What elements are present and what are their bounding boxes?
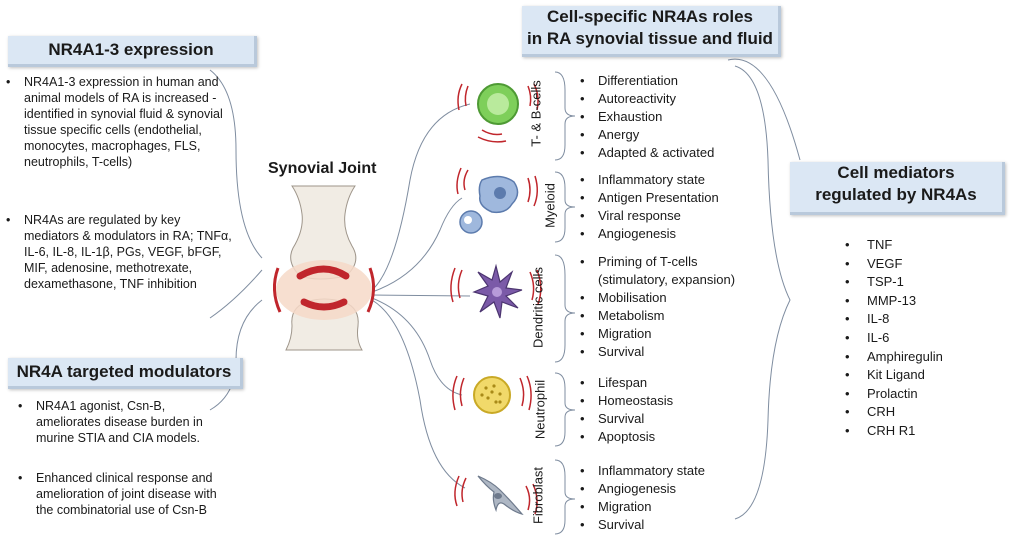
- list-item: Survival: [576, 343, 735, 361]
- list-item: IL-6: [845, 329, 943, 348]
- myeloid-brace: [554, 171, 576, 243]
- cell-label-myeloid: Myeloid: [542, 183, 558, 228]
- list-item: Priming of T-cells: [576, 253, 735, 271]
- dendritic-brace: [554, 254, 576, 363]
- joint-to-dendritic: [371, 294, 471, 297]
- list-item: Anergy: [576, 126, 714, 144]
- list-item: Metabolism: [576, 307, 735, 325]
- modulators-title: NR4A targeted modulators: [16, 362, 232, 381]
- expression-bullet-1: •NR4A1-3 expression in human and animal …: [6, 74, 236, 170]
- list-item: Amphiregulin: [845, 348, 943, 367]
- list-item: Homeostasis: [576, 392, 673, 410]
- list-item: CRH R1: [845, 422, 943, 441]
- myeloid-cell-icon: [456, 167, 538, 234]
- dendritic-cell-icon: [450, 263, 542, 319]
- list-item: Migration: [576, 325, 735, 343]
- fibroblast-list: Inflammatory state Angiogenesis Migratio…: [576, 462, 705, 534]
- list-item: Exhaustion: [576, 108, 714, 126]
- roles-title-line1: Cell-specific NR4As roles: [547, 7, 753, 26]
- list-item: Angiogenesis: [576, 225, 719, 243]
- expression-bullet-text: NR4A1-3 expression in human and animal m…: [24, 75, 223, 169]
- fibroblast-brace: [554, 459, 576, 535]
- list-item: Mobilisation: [576, 289, 735, 307]
- mediators-title-line1: Cell mediators: [837, 163, 955, 182]
- list-item: CRH: [845, 403, 943, 422]
- modulators-connector: [209, 299, 263, 411]
- mediators-list: TNF VEGF TSP-1 MMP-13 IL-8 IL-6 Amphireg…: [845, 236, 943, 441]
- mediators-title-line2: regulated by NR4As: [815, 185, 977, 204]
- list-item: Prolactin: [845, 385, 943, 404]
- joint-title: Synovial Joint: [268, 160, 377, 177]
- mediators-title-box: Cell mediators regulated by NR4As: [790, 162, 1005, 215]
- cell-label-dendritic: Dendritic cells: [530, 267, 546, 348]
- t-b-cell-list: Differentiation Autoreactivity Exhaustio…: [576, 72, 714, 162]
- synovial-joint-icon: [273, 185, 375, 351]
- mediators-brace: [734, 65, 791, 520]
- list-item: Adapted & activated: [576, 144, 714, 162]
- neutrophil-icon: [452, 375, 532, 414]
- list-item: Migration: [576, 498, 705, 516]
- list-item: IL-8: [845, 310, 943, 329]
- expression-bullet-2: •NR4As are regulated by key mediators & …: [6, 212, 236, 292]
- list-item: Autoreactivity: [576, 90, 714, 108]
- modulators-title-box: NR4A targeted modulators: [8, 358, 243, 389]
- list-item: Angiogenesis: [576, 480, 705, 498]
- modulators-bullet-1: •NR4A1 agonist, Csn-B, ameliorates disea…: [18, 398, 230, 446]
- roles-title-box: Cell-specific NR4As roles in RA synovial…: [522, 6, 781, 57]
- roles-title-line2: in RA synovial tissue and fluid: [527, 29, 773, 48]
- list-item: VEGF: [845, 255, 943, 274]
- dendritic-list: Priming of T-cells (stimulatory, expansi…: [576, 253, 735, 361]
- modulators-bullet-text: Enhanced clinical response and ameliorat…: [36, 471, 217, 517]
- expression-bullet-text: NR4As are regulated by key mediators & m…: [24, 213, 232, 291]
- neutrophil-list: Lifespan Homeostasis Survival Apoptosis: [576, 374, 673, 446]
- neutrophil-brace: [554, 372, 576, 447]
- fibroblast-icon: [454, 475, 538, 516]
- cell-label-fibroblast: Fibroblast: [530, 466, 546, 525]
- joint-to-tcell: [371, 103, 471, 291]
- list-item: TSP-1: [845, 273, 943, 292]
- list-item: Kit Ligand: [845, 366, 943, 385]
- tcell-brace: [554, 71, 576, 161]
- list-item: Differentiation: [576, 72, 714, 90]
- list-item: Inflammatory state: [576, 171, 719, 189]
- roles-to-mediators: [727, 58, 801, 161]
- myeloid-list: Inflammatory state Antigen Presentation …: [576, 171, 719, 243]
- joint-to-neutrophil: [371, 297, 463, 396]
- list-item: MMP-13: [845, 292, 943, 311]
- modulators-bullet-text: NR4A1 agonist, Csn-B, ameliorates diseas…: [36, 399, 203, 445]
- expression-connector: [209, 69, 263, 259]
- list-item: TNF: [845, 236, 943, 255]
- list-item: Survival: [576, 516, 705, 534]
- list-item: Viral response: [576, 207, 719, 225]
- list-item: Survival: [576, 410, 673, 428]
- joint-to-myeloid: [371, 197, 463, 293]
- list-item: Apoptosis: [576, 428, 673, 446]
- list-item: Lifespan: [576, 374, 673, 392]
- expression-connector-2: [209, 269, 263, 319]
- list-item-text: (stimulatory, expansion): [598, 272, 736, 287]
- t-b-cell-icon: [457, 83, 539, 143]
- list-item: Inflammatory state: [576, 462, 705, 480]
- list-item-continuation: (stimulatory, expansion): [576, 271, 735, 289]
- joint-to-fibroblast: [371, 299, 466, 489]
- cell-label-t-b: T- & B-cells: [528, 80, 544, 147]
- modulators-bullet-2: •Enhanced clinical response and ameliora…: [18, 470, 230, 518]
- expression-title: NR4A1-3 expression: [48, 40, 214, 59]
- expression-title-box: NR4A1-3 expression: [8, 36, 257, 67]
- cell-label-neutrophil: Neutrophil: [532, 379, 548, 440]
- list-item: Antigen Presentation: [576, 189, 719, 207]
